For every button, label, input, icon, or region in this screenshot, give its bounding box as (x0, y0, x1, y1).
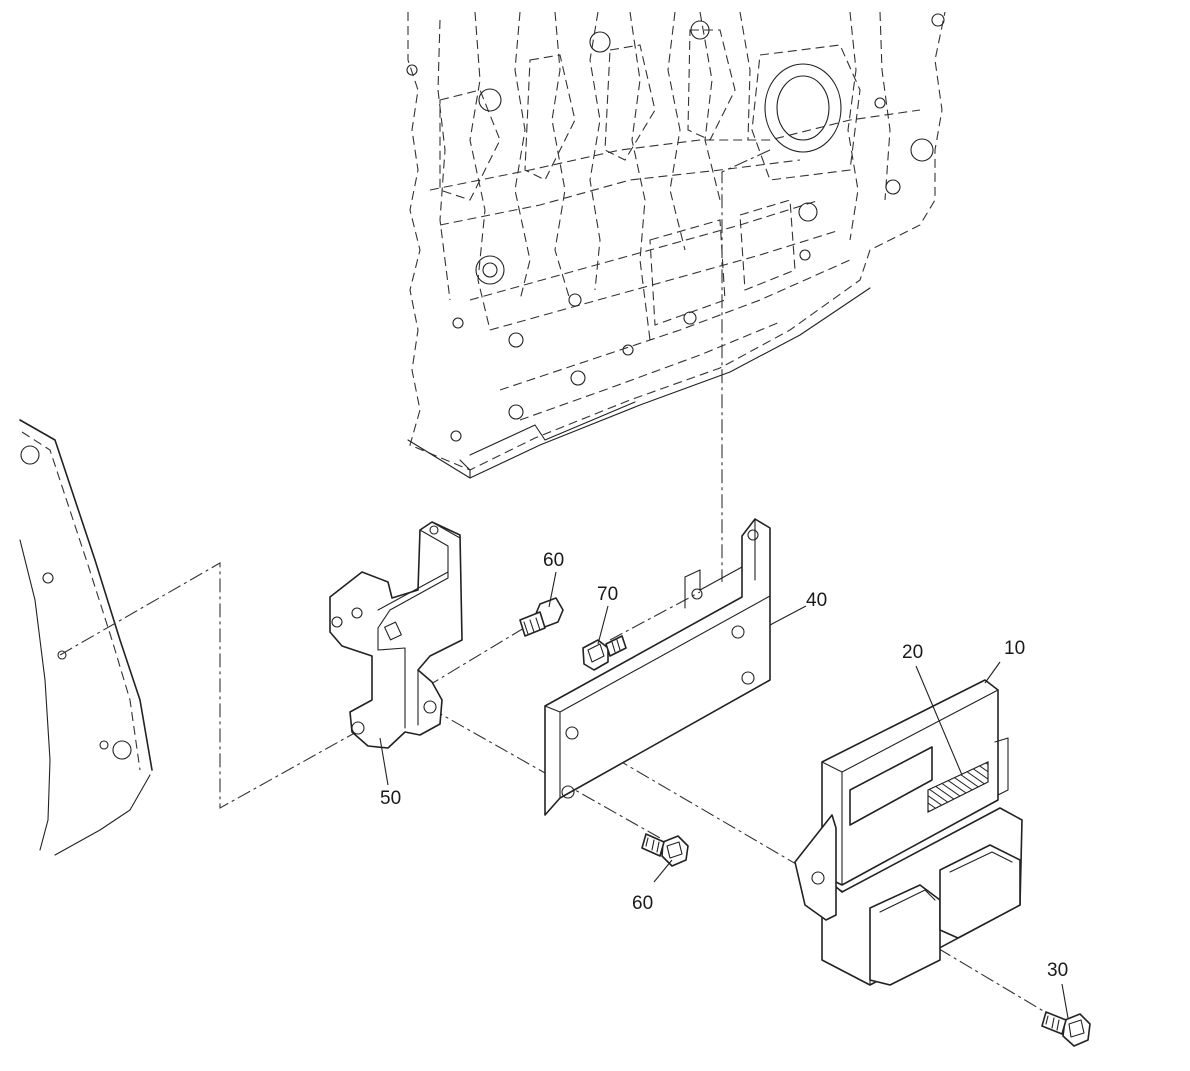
callout-20: 20 (902, 642, 923, 663)
leader-lines (379, 571, 1069, 1019)
bolt-60-upper (519, 597, 564, 637)
bolt-60-lower (641, 833, 689, 867)
part-number-plate-20 (927, 761, 989, 813)
callout-60-lower: 60 (632, 893, 653, 914)
bracket-40 (544, 518, 771, 816)
engine-block (406, 11, 946, 479)
callout-30: 30 (1047, 960, 1068, 981)
callout-50: 50 (380, 788, 401, 809)
callout-10: 10 (1004, 638, 1025, 659)
bracket-50 (329, 521, 463, 749)
bolt-70 (582, 635, 627, 671)
callout-40: 40 (806, 590, 827, 611)
callout-70: 70 (597, 584, 618, 605)
bolt-30 (1041, 1011, 1091, 1047)
ecu-10 (794, 679, 1023, 986)
flywheel-housing (19, 419, 153, 856)
callout-labels: 60 70 40 20 10 50 60 30 (380, 550, 1068, 981)
callout-60-upper: 60 (543, 550, 564, 571)
